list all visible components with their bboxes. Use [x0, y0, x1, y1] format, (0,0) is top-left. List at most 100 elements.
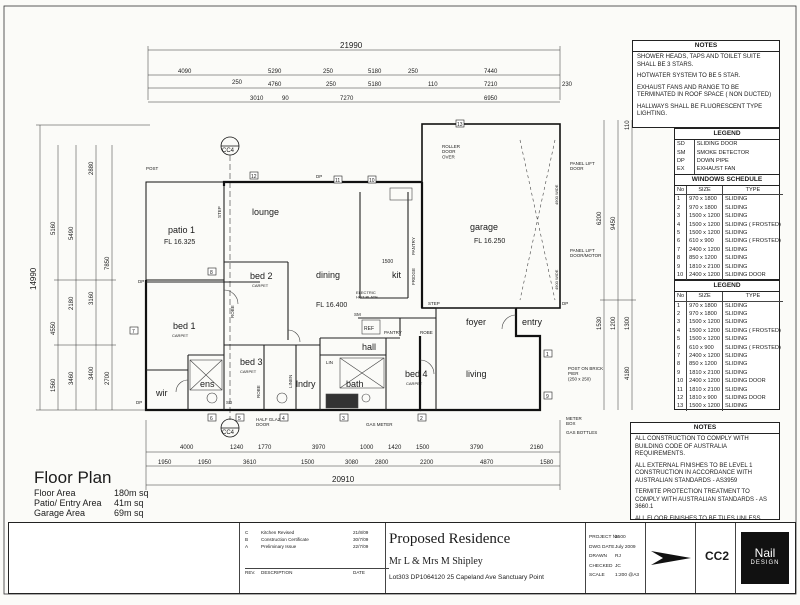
room-bed-4-floor: CARPET [406, 381, 423, 386]
legend-2-cell: 12 [677, 395, 684, 401]
dim-bottom-r2-6: 2800 [375, 460, 389, 466]
windows-schedule-cell: 2400 x 1200 [686, 245, 723, 255]
note-top-2: HOTWATER SYSTEM TO BE 5 STAR. [637, 73, 741, 80]
room-garage: garage [470, 222, 498, 232]
dim-bottom-r2-5: 3080 [345, 460, 359, 466]
label-gas-meter: GAS METER [366, 422, 393, 427]
legend-2-cell: 1810 x 2100 [686, 385, 723, 394]
legend-2-cell: 11 [677, 386, 683, 393]
dim-bottom-3: 1770 [258, 445, 272, 451]
notes-bottom-title: NOTES [631, 423, 779, 435]
dim-top-2: 5290 [268, 69, 282, 75]
room-bed-2-floor: CARPET [252, 283, 269, 288]
dim-top-r3-4: 6950 [484, 96, 498, 102]
dim-top-r2-1: 250 [232, 80, 243, 86]
legend-2-cell: 3 [677, 319, 681, 326]
legend-2-cell: 5 [677, 336, 681, 343]
legend-2-cell: 13 [677, 403, 684, 410]
windows-schedule-cell: SLIDING [721, 203, 783, 213]
project-title: Proposed Residence [389, 531, 511, 547]
legend-2-cell: 1 [677, 302, 681, 309]
room-lndry: lndry [296, 379, 316, 389]
dim-top-r2-3: 250 [326, 82, 337, 88]
legend-2-cell: SLIDING [721, 385, 783, 394]
legend-2-cell: SLIDING ( FROSTED) [721, 326, 783, 336]
windows-schedule-cell: 9 [677, 263, 681, 270]
legend-2-cell: SLIDING ( FROSTED) [721, 343, 783, 352]
label-robe-2: ROBE [420, 330, 433, 335]
title-block-divider [695, 523, 696, 593]
note-top-1: SHOWER HEADS, TAPS AND TOILET SUITE SHAL… [637, 54, 761, 68]
dim-right-3: 4180 [625, 366, 631, 380]
label-step-2: STEP [428, 301, 440, 306]
label-4900-wide-1: 4900 WIDE [554, 184, 559, 205]
room-ens: ens [200, 379, 215, 389]
legend-2-cell: 4 [677, 327, 681, 334]
legend-2-cell: SLIDING [721, 402, 783, 411]
window-tag-8: 8 [210, 270, 213, 276]
windows-schedule-cell: 1500 x 1200 [686, 228, 723, 238]
windows-schedule-cell: 1500 x 1200 [686, 212, 723, 221]
legend-2-cell: 970 x 1800 [686, 309, 723, 319]
note-bottom-3: TERMITE PROTECTION TREATMENT TO COMPLY W… [635, 489, 768, 511]
legend-2-cell: SLIDING [721, 335, 783, 344]
room-bed-1-floor: CARPET [172, 333, 189, 338]
label-lin: LIN [326, 360, 333, 365]
legend-2-cell: 2400 x 1200 [686, 351, 723, 361]
window-tag-5: 5 [238, 416, 241, 422]
windows-schedule-cell: SLIDING ( FROSTED) [721, 220, 783, 229]
internal-walls [146, 186, 516, 410]
room-patio-1: patio 1 [168, 225, 195, 235]
dim-top-5: 250 [408, 69, 419, 75]
dim-bottom-6: 1420 [388, 445, 402, 451]
window-tag-3: 3 [342, 416, 345, 422]
windows-schedule-cell: SLIDING [721, 194, 783, 204]
dim-bottom-r2-2: 1950 [198, 460, 212, 466]
dim-bottom-r2-8: 4870 [480, 460, 494, 466]
windows-schedule-cell: 2400 x 1200 [686, 270, 723, 280]
dim-bottom-r2-4: 1500 [301, 460, 315, 466]
drawing-number: CC2 [705, 549, 730, 563]
fl-dining: FL 16.400 [316, 302, 347, 309]
room-hall: hall [362, 342, 376, 352]
dim-right-7: 110 [625, 120, 631, 130]
windows-schedule-cell: 1 [677, 196, 681, 203]
label-kit-dim: 1500 [382, 259, 393, 265]
legend-2-cell: SLIDING [721, 318, 783, 327]
dim-left-6: 3460 [69, 371, 75, 385]
section-marker-top: CC4 [222, 148, 235, 154]
dim-right-2: 9450 [611, 216, 617, 230]
legend-2-cell: 9 [677, 369, 681, 376]
room-bed-3-floor: CARPET [240, 369, 257, 374]
windows-schedule-cell: 970 x 1800 [686, 203, 723, 213]
windows-schedule-cell: 4 [677, 221, 681, 228]
window-tag-2: 2 [420, 416, 423, 422]
dim-top-r3-2: 90 [282, 96, 289, 102]
legend-2-cell: 6 [677, 344, 681, 351]
label-post: POST [146, 166, 159, 171]
room-bed-4: bed 4 [405, 369, 428, 379]
dim-top-r3-1: 3010 [250, 96, 264, 102]
fixtures [175, 139, 556, 409]
dim-top-r3-3: 7270 [340, 96, 354, 102]
dim-left-1: 5160 [51, 221, 57, 235]
windows-schedule-cell: 850 x 1200 [686, 254, 723, 263]
room-lounge: lounge [252, 207, 279, 217]
dim-bottom-5: 1000 [360, 445, 374, 451]
